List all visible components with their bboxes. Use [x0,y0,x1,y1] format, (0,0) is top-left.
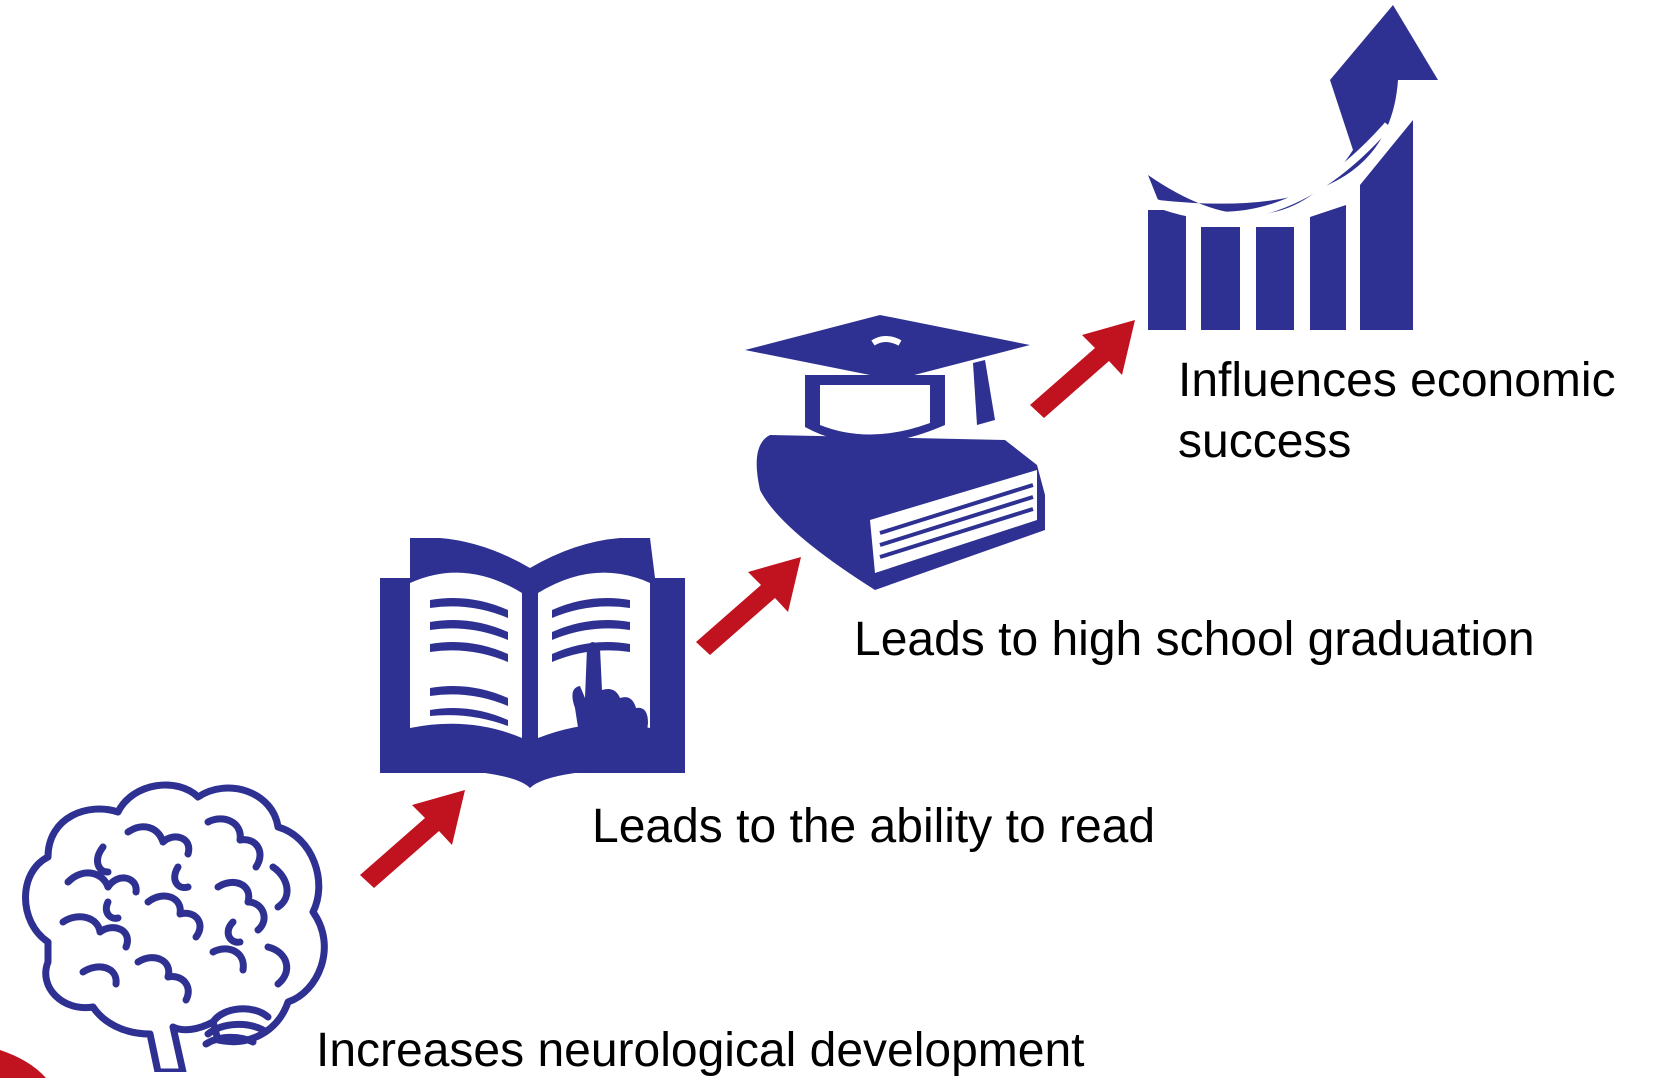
step-label-graduation: Leads to high school graduation [854,613,1535,666]
graduation-cap-book-icon [745,315,1045,590]
brain-icon [22,781,328,1072]
corner-swoosh [0,1050,46,1078]
open-book-icon [380,538,685,788]
red-arrow-1 [360,790,465,888]
red-arrow-3 [1030,320,1135,418]
step-label-economic-line1: Influences economic [1178,354,1616,407]
step-label-neurological: Increases neurological development [316,1024,1085,1077]
step-label-read: Leads to the ability to read [592,800,1156,853]
red-arrow-2 [696,557,801,655]
growth-chart-icon [1148,5,1438,330]
step-label-economic-line2: success [1178,415,1352,468]
